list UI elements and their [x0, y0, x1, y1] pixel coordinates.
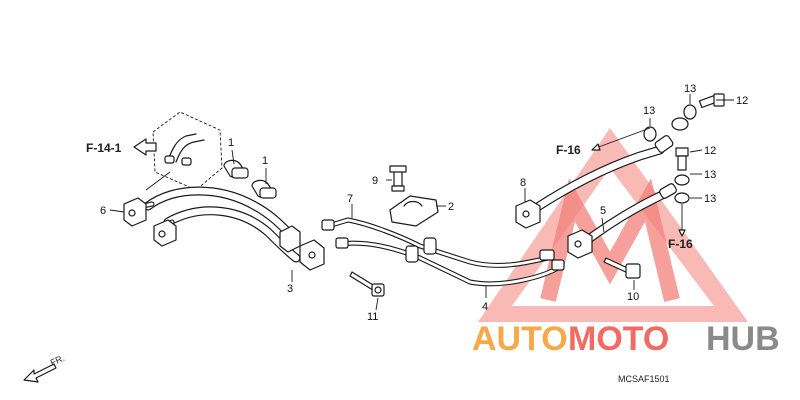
pipe-7-inner — [326, 218, 550, 267]
flange-block-5 — [567, 229, 593, 259]
ref-f-14-1: F-14-1 — [86, 141, 122, 155]
callout-8: 8 — [520, 177, 526, 189]
grommet-a — [423, 237, 437, 255]
clamp-upper — [223, 159, 249, 179]
inset-leader — [145, 171, 171, 191]
flange-block-6 — [123, 197, 147, 227]
pipe-fitting-d — [551, 259, 565, 271]
leader-lines — [109, 94, 734, 311]
inset-fitting-b — [181, 157, 192, 166]
inset-pipe-b — [175, 139, 205, 163]
ref-arrow-left-icon — [133, 138, 157, 156]
washer-13a — [643, 126, 657, 142]
washer-13c — [674, 174, 690, 186]
arrow-f16-lower-head — [678, 229, 686, 237]
front-label: FR. — [49, 353, 66, 368]
callout-13-d: 13 — [704, 193, 716, 205]
watermark-m-stroke — [540, 178, 680, 302]
ref-f-16-top: F-16 — [556, 143, 581, 157]
bolt-11 — [349, 271, 385, 297]
callout-3: 3 — [287, 283, 293, 295]
right-hoses — [515, 117, 689, 259]
flange-block-center — [279, 225, 325, 271]
arrow-f16-upper-line — [595, 127, 651, 149]
inset-detail — [133, 111, 223, 191]
inset-fitting-a — [164, 155, 175, 164]
callout-12-lower: 12 — [704, 145, 716, 157]
callout-9: 9 — [372, 175, 378, 187]
front-arrow-icon — [23, 363, 57, 383]
flange-block-lower — [153, 219, 177, 247]
watermark-text: AUTO MOTO HUB — [472, 320, 780, 358]
callout-7: 7 — [347, 193, 353, 205]
pipe-fitting-b — [335, 237, 349, 249]
watermark-hub: HUB — [706, 320, 780, 358]
grommet-b — [405, 245, 419, 263]
callout-13-a: 13 — [643, 105, 655, 117]
bolt-12-upper — [698, 93, 725, 109]
callout-12-upper: 12 — [736, 95, 748, 107]
callout-2: 2 — [448, 201, 454, 213]
bolt-12-lower — [675, 147, 689, 171]
watermark-auto: AUTO — [472, 320, 568, 358]
callout-10: 10 — [627, 291, 639, 303]
front-direction-marker: FR. — [23, 353, 66, 383]
hose-8-inner — [532, 146, 664, 212]
callout-1-upper: 1 — [228, 137, 234, 149]
callout-11: 11 — [367, 311, 378, 323]
pipe-fitting-c — [539, 249, 555, 261]
callout-4: 4 — [482, 301, 488, 313]
hose-upper-inner — [144, 187, 296, 240]
clamp-lower — [251, 179, 277, 199]
washer-13d — [674, 192, 690, 204]
bolt-10 — [603, 257, 641, 279]
callout-5: 5 — [600, 205, 606, 217]
callout-13-b: 13 — [684, 83, 696, 95]
pipe-4-inner — [338, 241, 560, 286]
arrow-f16-upper-head — [591, 143, 601, 151]
bracket-2 — [389, 195, 439, 227]
callout-6: 6 — [100, 205, 106, 217]
washer-13b — [683, 104, 697, 120]
watermark-moto: MOTO — [568, 320, 669, 358]
ref-f-16-bottom: F-16 — [668, 237, 693, 251]
left-hoses — [123, 186, 325, 271]
inset-dashed-box — [152, 111, 223, 191]
pipe-fitting-a — [321, 219, 335, 231]
banjo-fitting-upper — [654, 117, 689, 153]
callout-13-c: 13 — [704, 169, 716, 181]
diagram-code: MCSAF1501 — [618, 374, 670, 384]
bolt-9 — [389, 165, 407, 192]
banjo-fitting-lower — [659, 183, 677, 199]
rigid-pipes — [321, 217, 565, 287]
flange-block-8 — [515, 199, 541, 229]
callout-1-lower: 1 — [262, 155, 268, 167]
